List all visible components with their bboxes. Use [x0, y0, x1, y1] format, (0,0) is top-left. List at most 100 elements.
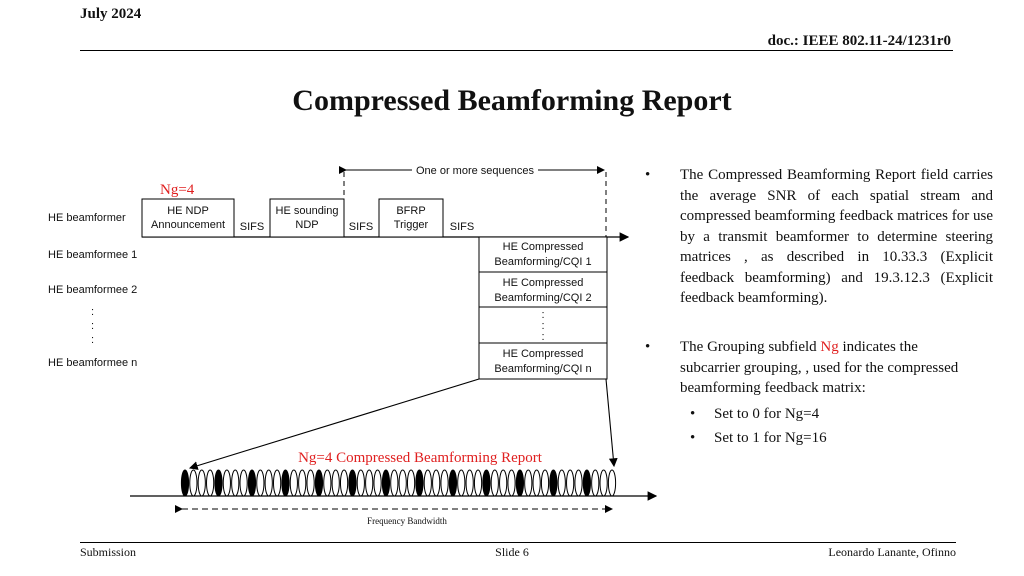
sifs-label-1: SIFS — [240, 221, 264, 233]
header-date: July 2024 — [80, 6, 142, 22]
sifs-label-2: SIFS — [349, 221, 373, 233]
subcarrier — [499, 469, 508, 497]
sub-bullet-1-marker: • — [690, 406, 696, 422]
zoom-arrow-right — [605, 378, 618, 468]
subcarrier — [323, 469, 332, 497]
bullet-2-text-pre: The Grouping subfield — [680, 339, 821, 355]
subcarrier — [189, 469, 198, 497]
report-frame-ellipsis — [478, 306, 608, 344]
subcarrier-grouped — [214, 469, 223, 497]
bullet-1-marker: • — [645, 167, 651, 183]
report-n-line-1: HE Compressed — [503, 348, 584, 360]
row-label-beamformer: HE beamformer — [48, 212, 126, 224]
row-label-beamformee-1: HE beamformee 1 — [48, 249, 137, 261]
report-ellipsis-1: : — [541, 309, 544, 321]
subcarrier — [440, 469, 449, 497]
subcarrier — [289, 469, 298, 497]
subcarrier — [356, 469, 365, 497]
row-label-beamformee-2: HE beamformee 2 — [48, 284, 137, 296]
subcarrier-grouped — [415, 469, 424, 497]
row-label-dots-2: : — [91, 320, 94, 332]
subcarrier — [298, 469, 307, 497]
bfrp-label-2: Trigger — [394, 219, 429, 231]
subcarrier — [231, 469, 240, 497]
row-label-dots-1: : — [91, 306, 94, 318]
subcarrier — [406, 469, 416, 497]
subcarrier — [465, 469, 474, 497]
row-label-beamformee-n: HE beamformee n — [48, 357, 137, 369]
subcarrier-grouped — [482, 469, 491, 497]
report-frame-2 — [478, 271, 608, 308]
zoom-arrow-left — [188, 378, 480, 470]
subcarrier-grouped — [515, 469, 525, 497]
header-rule — [80, 50, 953, 51]
subcarrier — [457, 469, 466, 497]
ndp-label-1: HE sounding — [276, 205, 339, 217]
subcarrier — [524, 469, 533, 497]
subcarrier — [574, 469, 583, 497]
subcarrier — [306, 469, 315, 497]
subcarrier — [206, 469, 215, 497]
bullet-1-text: The Compressed Beamforming Report field … — [680, 167, 993, 306]
report-2-line-1: HE Compressed — [503, 277, 584, 289]
subcarrier-grouped — [448, 469, 458, 497]
footer-author: Leonardo Lanante, Ofinno — [828, 545, 956, 559]
sifs-label-3: SIFS — [450, 221, 474, 233]
ndpa-label-2: Announcement — [151, 219, 225, 231]
subcarrier — [532, 469, 541, 497]
subcarrier — [390, 469, 399, 497]
row-label-dots-3: : — [91, 334, 94, 346]
subcarrier — [566, 469, 575, 497]
subcarrier — [373, 469, 382, 497]
subcarrier — [339, 469, 349, 497]
footer-submission: Submission — [80, 545, 137, 559]
subcarrier — [273, 469, 282, 497]
footer-slide-number: Slide 6 — [495, 545, 529, 559]
slide-title: Compressed Beamforming Report — [292, 84, 732, 117]
subcarrier — [239, 469, 248, 497]
bfrp-frame — [378, 198, 444, 238]
subcarrier-grouped — [348, 469, 357, 497]
bullet-1: • The Compressed Beamforming Report fiel… — [645, 165, 993, 330]
header-doc-id: doc.: IEEE 802.11-24/1231r0 — [767, 33, 951, 49]
subcarrier — [398, 469, 407, 497]
subcarrier — [557, 469, 566, 497]
ng-label: Ng=4 — [160, 182, 195, 198]
subcarrier — [540, 469, 550, 497]
subcarrier — [473, 469, 483, 497]
ndp-frame — [269, 198, 345, 238]
subcarrier — [507, 469, 516, 497]
subcarrier-grouped — [381, 469, 391, 497]
bullet-2-text-post: indicates the subcarrier grouping, , use… — [680, 339, 959, 396]
report-caption: Ng=4 Compressed Beamforming Report — [298, 450, 543, 466]
subcarrier — [423, 469, 432, 497]
sub-bullet-1-text: Set to 0 for Ng=4 — [714, 406, 820, 422]
subcarrier — [432, 469, 441, 497]
report-1-line-2: Beamforming/CQI 1 — [494, 256, 591, 268]
subcarrier — [264, 469, 273, 497]
subcarrier-grouped — [247, 469, 257, 497]
ndpa-label-1: HE NDP — [167, 205, 209, 217]
sequence-label: One or more sequences — [416, 165, 535, 177]
sub-bullet-2-marker: • — [690, 430, 696, 446]
report-frame-1 — [478, 236, 608, 273]
report-frame-n — [478, 342, 608, 380]
report-ellipsis-3: : — [541, 331, 544, 343]
subcarrier-grouped — [549, 469, 558, 497]
subcarrier — [607, 469, 617, 497]
subcarrier — [197, 469, 206, 497]
report-2-line-2: Beamforming/CQI 2 — [494, 292, 591, 304]
report-ellipsis-2: : — [541, 320, 544, 332]
subcarrier-grouped — [314, 469, 324, 497]
footer-rule — [80, 542, 956, 543]
subcarrier — [365, 469, 374, 497]
bullet-2: • The Grouping subfield Ng indicates the… — [645, 337, 993, 399]
subcarrier-group — [180, 469, 617, 497]
bfrp-label-1: BFRP — [396, 205, 425, 217]
ndpa-frame — [141, 198, 235, 238]
report-n-line-2: Beamforming/CQI n — [494, 363, 591, 375]
subcarrier — [599, 469, 608, 497]
bullet-2-marker: • — [645, 339, 651, 355]
subcarrier-grouped — [281, 469, 290, 497]
